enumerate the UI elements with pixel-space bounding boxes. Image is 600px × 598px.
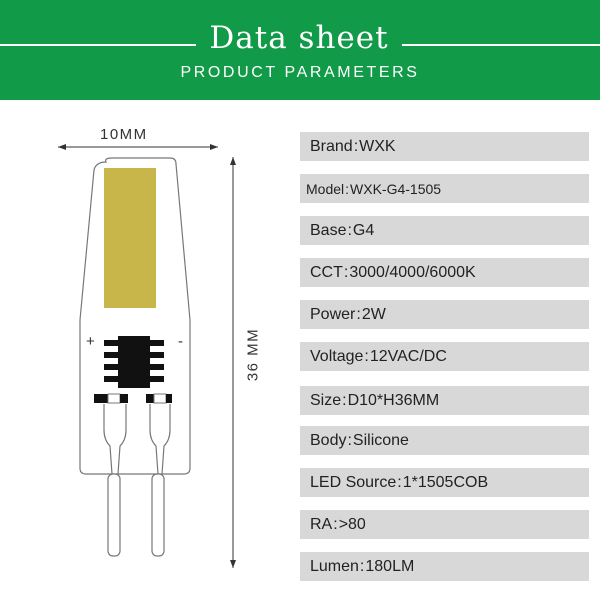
g4-pins [107,473,165,557]
param-label: Base [310,221,347,239]
param-label: Voltage [310,347,364,365]
param-label: Size [310,391,342,409]
led-cob-strip [104,168,156,308]
param-label: Lumen [310,557,359,575]
smd-components [94,393,172,404]
param-value: Silicone [352,431,409,449]
param-value: WXK-G4-1505 [350,180,442,197]
param-value: D10*H36MM [347,391,440,409]
param-row-base: Base:G4 [300,216,589,245]
param-value: G4 [352,221,375,239]
polarity-plus: + [86,333,95,350]
param-value: 180LM [365,557,415,575]
header-rule-left [0,44,196,46]
param-row-model: Model:WXK-G4-1505 [300,174,589,203]
param-value: 12VAC/DC [369,347,447,365]
param-value: 2W [361,305,386,323]
param-label: Body [310,431,347,449]
header-rule-right [402,44,600,46]
param-label: RA [310,515,333,533]
height-dimension-arrow [230,157,236,568]
param-row-size: Size:D10*H36MM [300,386,589,415]
lead-trace-right [149,404,171,475]
width-dimension-arrow [58,144,218,150]
param-row-cct: CCT:3000/4000/6000K [300,258,589,287]
param-label: Model [306,180,345,197]
lead-trace-left [103,404,127,475]
param-label: LED Source [310,473,397,491]
param-value: 1*1505COB [402,473,489,491]
param-label: Brand [310,137,353,155]
param-row-brand: Brand:WXK [300,132,589,161]
param-label: Power [310,305,356,323]
param-row-voltage: Voltage:12VAC/DC [300,342,589,371]
driver-chip [104,336,164,388]
height-label: 36 MM [244,327,262,382]
param-value: 3000/4000/6000K [349,263,476,281]
param-row-led-source: LED Source:1*1505COB [300,468,589,497]
param-value: >80 [338,515,366,533]
width-label: 10MM [100,126,148,143]
bulb-drawing: + - [58,144,236,568]
param-label: CCT [310,263,343,281]
param-row-power: Power:2W [300,300,589,329]
header-banner: Data sheet PRODUCT PARAMETERS [0,0,600,100]
param-row-ra: RA:>80 [300,510,589,539]
param-row-lumen: Lumen:180LM [300,552,589,581]
polarity-minus: - [178,333,183,350]
param-value: WXK [359,137,396,155]
param-row-body: Body:Silicone [300,426,589,455]
page-title: Data sheet [209,20,389,56]
page-subtitle: PRODUCT PARAMETERS [180,64,420,81]
